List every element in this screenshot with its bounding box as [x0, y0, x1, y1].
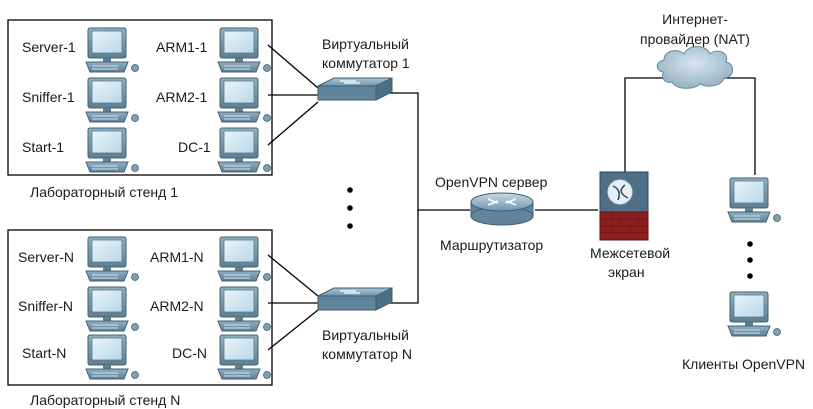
desktop-pc-icon [85, 77, 139, 123]
desktop-pc-icon [217, 127, 271, 173]
router-icon [470, 192, 534, 226]
desktop-pc-icon [217, 77, 271, 123]
stand-1-links [267, 44, 319, 146]
link-switchN-router [390, 210, 419, 304]
stand-n-caption: Лабораторный стенд N [30, 392, 181, 408]
host-label-arm2-1: ARM2-1 [156, 89, 208, 105]
switch-icon [317, 287, 393, 311]
stand-1-box [7, 19, 273, 176]
router-top-label: OpenVPN сервер [435, 174, 548, 190]
firewall-icon [599, 171, 649, 241]
stand-1-caption: Лабораторный стенд 1 [30, 184, 178, 200]
desktop-pc-icon [217, 27, 271, 73]
isp-label-line2: провайдер (NAT) [640, 31, 750, 47]
isp-label-line1: Интернет- [662, 11, 728, 27]
host-label-server-1: Server-1 [22, 39, 76, 55]
switch-1-label-line2: коммутатор 1 [322, 55, 410, 71]
stand-n-box [7, 229, 273, 386]
host-label-start-1: Start-1 [22, 139, 65, 155]
switch-n-label-line1: Виртуальный [322, 327, 409, 343]
host-label-dc-1: DC-1 [178, 139, 211, 155]
switch-ellipsis [347, 187, 353, 229]
desktop-pc-icon [85, 236, 139, 282]
desktop-pc-icon [85, 127, 139, 173]
firewall-label-line1: Межсетевой [590, 245, 671, 261]
desktop-pc-icon [217, 236, 271, 282]
stand-n-links [267, 254, 319, 351]
desktop-pc-icon [85, 27, 139, 73]
firewall-label-line2: экран [608, 264, 645, 280]
switch-n-label-line2: коммутатор N [322, 346, 413, 362]
host-label-sniffer-n: Sniffer-N [18, 298, 73, 314]
desktop-pc-icon [85, 334, 139, 380]
host-label-server-n: Server-N [18, 249, 75, 265]
switch-1-label-line1: Виртуальный [322, 36, 409, 52]
host-label-sniffer-1: Sniffer-1 [22, 89, 75, 105]
host-label-arm1-n: ARM1-N [150, 249, 204, 265]
clients-label: Клиенты OpenVPN [682, 356, 806, 372]
host-label-arm1-1: ARM1-1 [156, 39, 208, 55]
switch-icon [317, 77, 393, 101]
clients-ellipsis [747, 241, 753, 279]
link-switch1-router [390, 92, 470, 211]
link-cloud-clients [720, 77, 756, 175]
desktop-pc-icon [85, 286, 139, 332]
cloud-icon [656, 46, 733, 89]
host-label-arm2-n: ARM2-N [150, 298, 204, 314]
host-label-dc-n: DC-N [172, 345, 207, 361]
link-firewall-cloud [624, 77, 665, 175]
host-label-start-n: Start-N [22, 345, 67, 361]
desktop-pc-icon [217, 334, 271, 380]
desktop-pc-icon [217, 286, 271, 332]
desktop-pc-icon [727, 177, 781, 223]
desktop-pc-icon [727, 291, 781, 337]
router-bottom-label: Маршрутизатор [440, 237, 544, 253]
